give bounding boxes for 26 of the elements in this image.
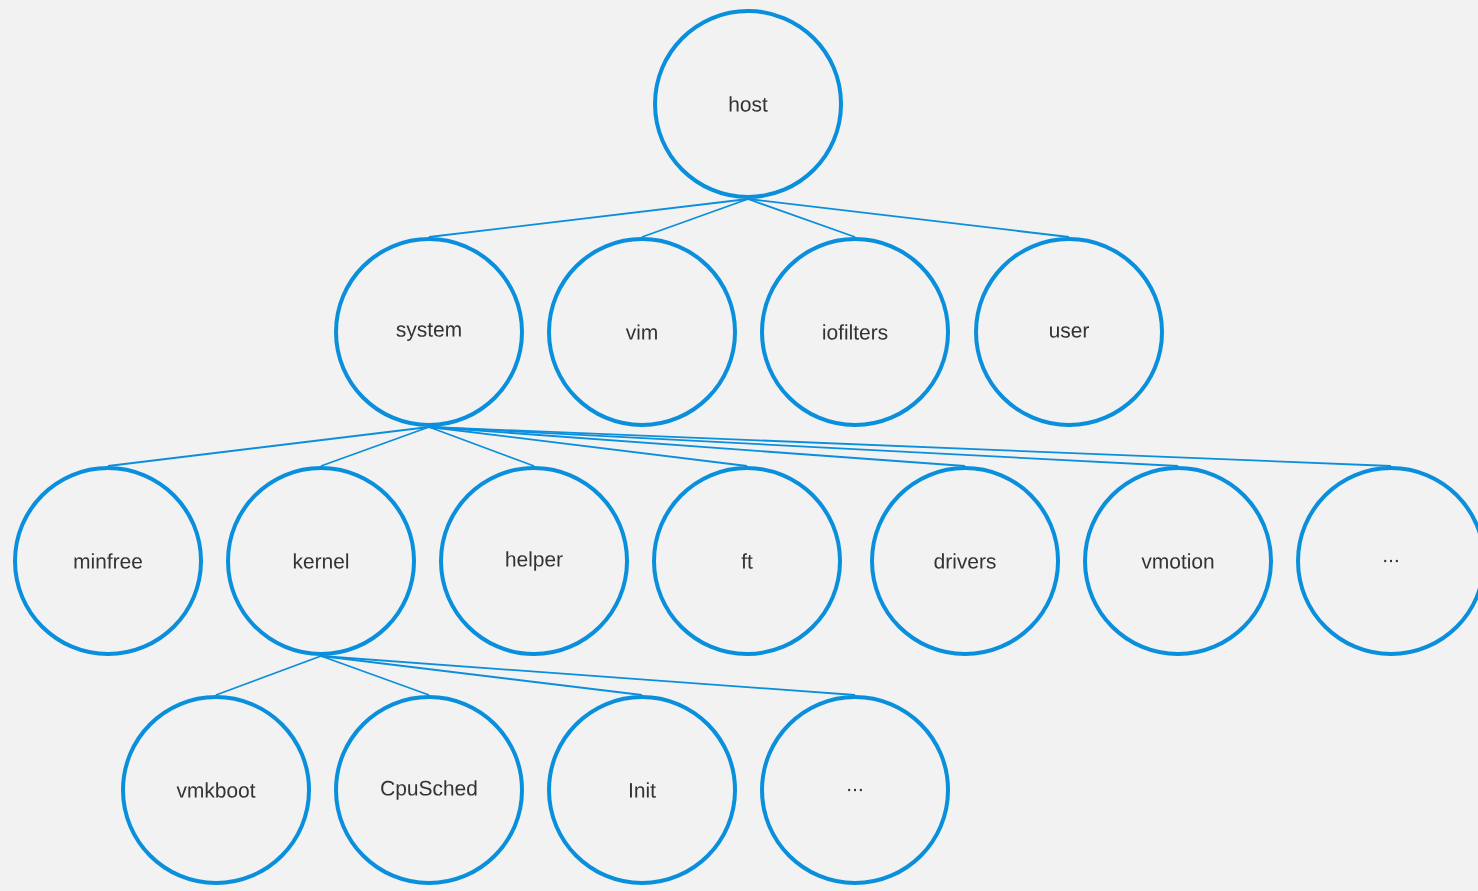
circle-node: system	[334, 237, 524, 427]
connector-line	[107, 426, 430, 467]
connector-line	[320, 426, 430, 467]
connector-line	[641, 198, 749, 238]
circle-node: vmkboot	[121, 695, 311, 885]
connector-line	[215, 655, 322, 696]
connector-line	[747, 198, 856, 238]
circle-node: host	[653, 9, 843, 199]
connector-line	[428, 198, 749, 238]
connector-line	[428, 426, 535, 467]
circle-node: ft	[652, 466, 842, 656]
circle-node: vim	[547, 237, 737, 427]
circle-node: CpuSched	[334, 695, 524, 885]
circle-node: ...	[760, 695, 950, 885]
connector-line	[428, 426, 1392, 467]
connector-line	[320, 655, 856, 696]
circle-node: Init	[547, 695, 737, 885]
connector-line	[320, 655, 430, 696]
circle-node: iofilters	[760, 237, 950, 427]
circle-node: drivers	[870, 466, 1060, 656]
circle-node: helper	[439, 466, 629, 656]
circle-node: vmotion	[1083, 466, 1273, 656]
circle-node: kernel	[226, 466, 416, 656]
circle-node: minfree	[13, 466, 203, 656]
connector-line	[747, 198, 1070, 238]
circle-node: user	[974, 237, 1164, 427]
